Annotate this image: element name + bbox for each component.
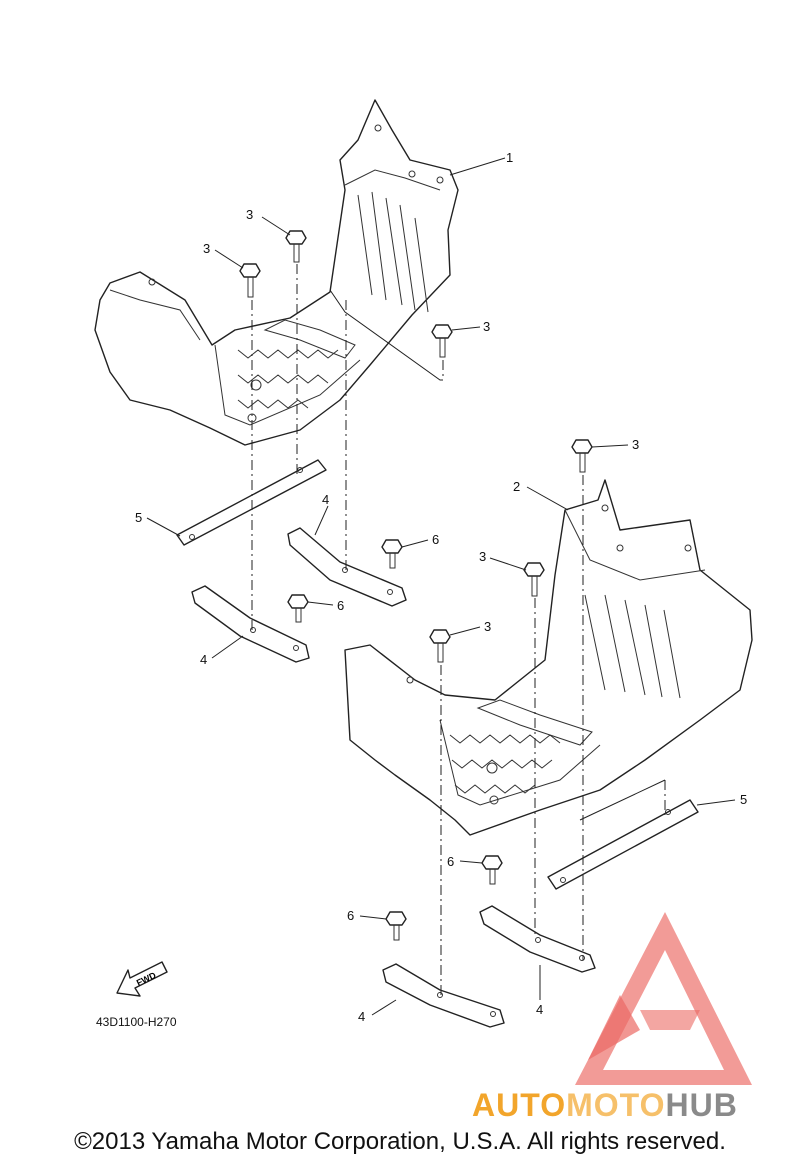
diagram-code: 43D1100-H270	[96, 1015, 177, 1029]
callout-4-d: 4	[358, 1009, 365, 1024]
callout-5-a: 5	[135, 510, 142, 525]
parts-diagram: 1 3 3 3 3 2 3 3 5 4 6 6 4 5 6 6 4 4 FWD …	[94, 99, 753, 1123]
plate-5-lower	[547, 799, 699, 890]
bolt-3-c	[431, 324, 453, 358]
callout-3-b: 3	[203, 241, 210, 256]
bolt-3-f	[429, 629, 451, 663]
screw-6-d	[385, 911, 407, 941]
callout-2: 2	[513, 479, 520, 494]
watermark-auto: AUTO	[472, 1087, 566, 1123]
bracket-4-d	[382, 963, 505, 1028]
callout-6-c: 6	[447, 854, 454, 869]
watermark-moto: MOTO	[566, 1087, 665, 1123]
svg-text:AUTOMOTOHUB: AUTOMOTOHUB	[472, 1087, 738, 1123]
skid-plate-2	[344, 479, 753, 836]
callout-3-f: 3	[484, 619, 491, 634]
callout-3-d: 3	[632, 437, 639, 452]
screw-6-c	[481, 855, 503, 885]
copyright-notice: ©2013 Yamaha Motor Corporation, U.S.A. A…	[74, 1128, 726, 1155]
callout-6-d: 6	[347, 908, 354, 923]
callout-6-a: 6	[432, 532, 439, 547]
bolt-3-e	[523, 562, 545, 597]
bracket-4-a	[287, 527, 407, 607]
alignment-lines	[251, 264, 666, 995]
callout-1: 1	[506, 150, 513, 165]
bolt-3-b	[239, 263, 261, 298]
callout-3-c: 3	[483, 319, 490, 334]
screw-6-b	[287, 594, 309, 623]
fwd-arrow-icon: FWD	[116, 961, 168, 997]
callout-4-a: 4	[322, 492, 329, 507]
watermark-hub: HUB	[665, 1087, 737, 1123]
watermark-logo-icon	[575, 912, 752, 1085]
callout-4-c: 4	[536, 1002, 543, 1017]
bracket-4-b	[191, 585, 310, 663]
callout-6-b: 6	[337, 598, 344, 613]
callout-3-a: 3	[246, 207, 253, 222]
leader-lines	[146, 157, 736, 1016]
bracket-4-c	[479, 905, 596, 973]
watermark-brand: AUTOMOTOHUB	[472, 1087, 738, 1123]
bolt-3-a	[285, 230, 307, 263]
bolt-3-d	[571, 439, 593, 473]
callout-3-e: 3	[479, 549, 486, 564]
callout-5-b: 5	[740, 792, 747, 807]
skid-plate-1	[94, 99, 459, 446]
screw-6-a	[381, 539, 403, 569]
callout-4-b: 4	[200, 652, 207, 667]
